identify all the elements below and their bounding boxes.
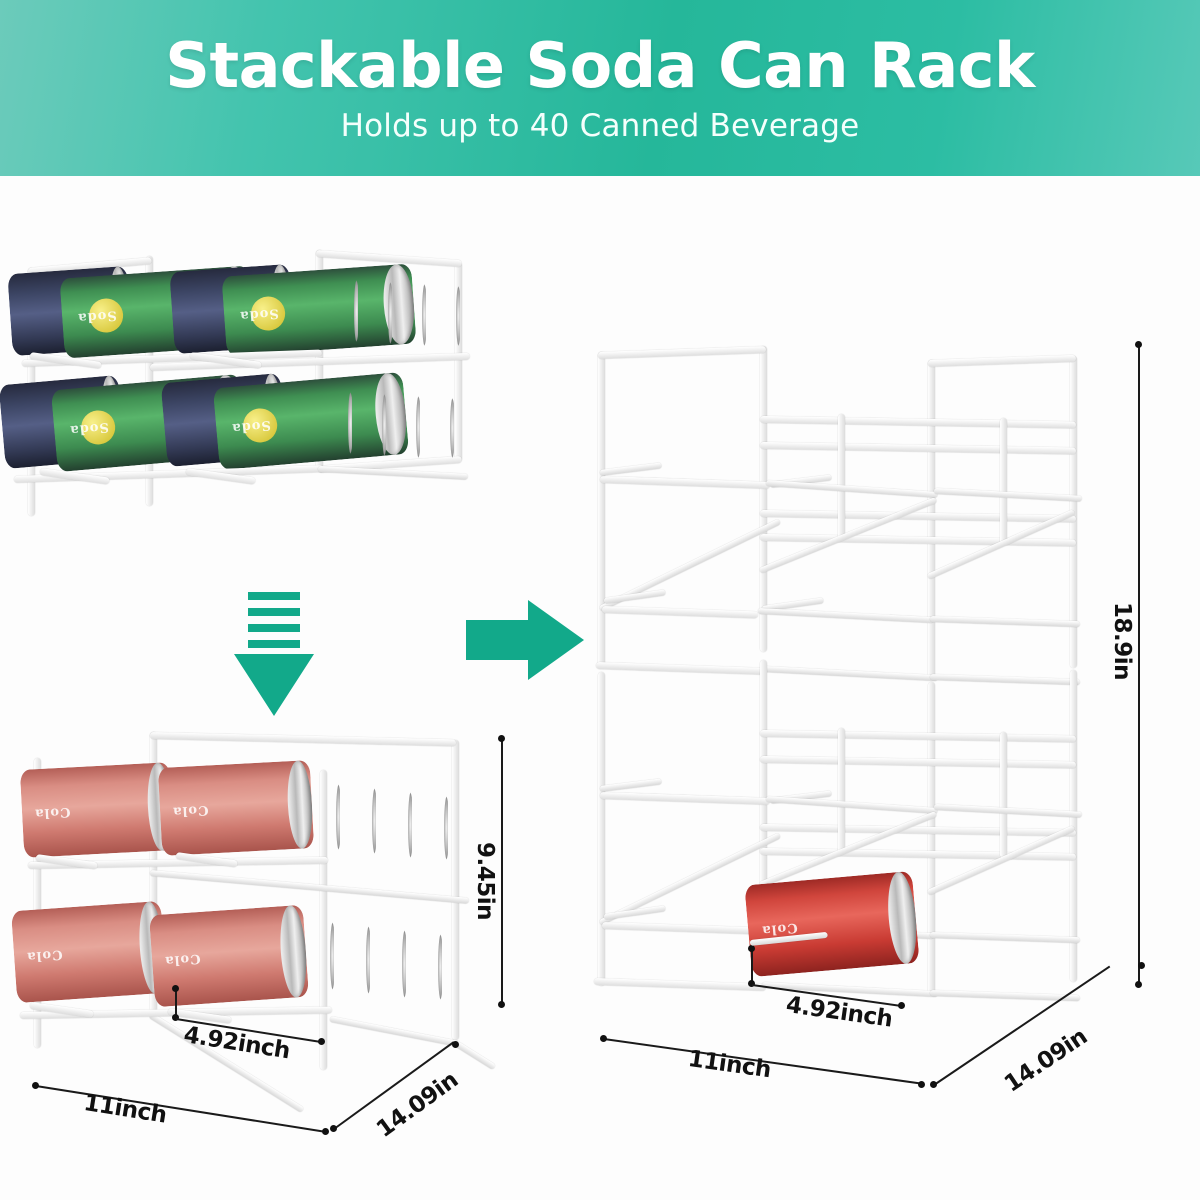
- rack-wire: [320, 770, 327, 1070]
- can-back-lid: [352, 276, 392, 350]
- rack-base: [929, 674, 1081, 686]
- rack-grid-bar: [759, 730, 1077, 743]
- can-back-lid: [326, 920, 370, 1000]
- rack-base-diag: [329, 1016, 459, 1047]
- dim-line-height: [1138, 344, 1140, 984]
- can-back-lid: [414, 392, 454, 464]
- can-back-lid: [332, 782, 376, 860]
- rack-grid-bar: [838, 414, 845, 540]
- rack-shelf: [765, 480, 938, 498]
- rack-wire: [34, 758, 41, 1048]
- rack-base: [593, 978, 767, 992]
- can-cola-2: Cola: [157, 760, 315, 856]
- rack-wire: [452, 740, 459, 1040]
- can-back-lid: [290, 916, 334, 996]
- dim-dot: [498, 1001, 505, 1008]
- can-back-lid: [404, 790, 448, 866]
- can-cola-1: Cola: [19, 762, 175, 858]
- can-back-lid: [318, 274, 358, 348]
- dim-dot: [600, 1035, 607, 1042]
- rack-wire: [598, 352, 605, 668]
- rack-base-diag: [317, 466, 468, 480]
- dim-dot: [172, 985, 179, 992]
- can-back-lid: [398, 928, 442, 1006]
- rack-wire: [598, 672, 605, 986]
- dim-dot: [1135, 341, 1142, 348]
- rack-image-stacked: Cola: [570, 330, 1110, 1010]
- header-banner: Stackable Soda Can Rack Holds up to 40 C…: [0, 0, 1200, 176]
- dim-dot: [318, 1038, 325, 1045]
- can-back-lid: [312, 386, 352, 460]
- dim-dot: [748, 945, 755, 952]
- rack-shelf: [933, 804, 1082, 818]
- rack-grid-bar: [759, 442, 1077, 455]
- stack-down-arrow: [234, 592, 338, 720]
- rack-shelf: [757, 608, 934, 624]
- rack-shelf: [149, 870, 470, 904]
- rack-wire: [760, 346, 767, 652]
- rack-grid-bar: [838, 728, 845, 854]
- can-back-lid: [362, 924, 406, 1004]
- rack-wire: [760, 660, 767, 972]
- rack-image-cola: Cola Cola Cola Cola: [0, 720, 540, 1160]
- can-stopper: [599, 778, 662, 792]
- dim-dot: [898, 1002, 905, 1009]
- rack-base: [595, 662, 767, 675]
- dim-dot: [930, 1081, 937, 1088]
- rack-wire: [927, 354, 1077, 367]
- rack-grid-bar: [759, 416, 1077, 429]
- rack-grid-bar: [759, 534, 1077, 547]
- rack-grid-bar: [759, 756, 1077, 769]
- dim-dot: [1135, 981, 1142, 988]
- can-back-lid: [386, 278, 426, 352]
- can-cola-4: Cola: [148, 904, 310, 1008]
- rack-shelf: [929, 616, 1081, 628]
- rack-image-green: Soda Soda Soda: [0, 240, 490, 580]
- can-cola-3: Cola: [10, 900, 168, 1004]
- rack-grid-bar: [1000, 418, 1007, 544]
- can-back-lid: [296, 778, 340, 856]
- rack-wire: [597, 346, 767, 359]
- dim-line-height: [501, 738, 503, 1004]
- rack-grid-bar: [759, 510, 1077, 523]
- dim-label-side: 14.09in: [1000, 1023, 1093, 1098]
- dim-dot: [498, 735, 505, 742]
- dim-dot: [172, 1014, 179, 1021]
- transform-right-arrow: [466, 600, 584, 680]
- dim-dot: [748, 980, 755, 987]
- dim-dot: [1138, 962, 1145, 969]
- rack-shelf: [601, 922, 759, 935]
- rack-wire: [149, 732, 456, 747]
- rack-base: [761, 666, 938, 682]
- dim-label-width: 11inch: [686, 1046, 773, 1084]
- dim-tick: [751, 948, 753, 984]
- dim-dot: [322, 1128, 329, 1135]
- dim-dot: [32, 1082, 39, 1089]
- rack-shelf: [599, 792, 771, 805]
- rack-shelf: [765, 796, 938, 814]
- rack-grid-bar: [1000, 732, 1007, 858]
- can-back-lid: [346, 388, 386, 462]
- rack-shelf: [929, 932, 1081, 944]
- can-stopper: [599, 462, 662, 476]
- can-back-lid: [420, 280, 460, 352]
- rack-grid-bar: [759, 824, 1077, 837]
- rack-shelf: [933, 488, 1082, 502]
- rack-shelf: [601, 606, 759, 619]
- dim-label-height: 9.45in: [472, 842, 498, 921]
- rack-shelf: [599, 476, 771, 489]
- page-subtitle: Holds up to 40 Canned Beverage: [340, 108, 860, 144]
- dim-label-height: 18.9in: [1109, 602, 1135, 681]
- page-title: Stackable Soda Can Rack: [165, 29, 1035, 102]
- dim-dot: [452, 1041, 459, 1048]
- can-back-lid: [368, 786, 412, 864]
- rack-wire: [928, 682, 935, 994]
- can-cola-single: Cola: [744, 870, 920, 978]
- dim-tick: [175, 988, 177, 1018]
- dim-dot: [918, 1081, 925, 1088]
- dim-dot: [330, 1125, 337, 1132]
- rack-wire: [455, 262, 462, 462]
- can-back-lid: [380, 390, 420, 464]
